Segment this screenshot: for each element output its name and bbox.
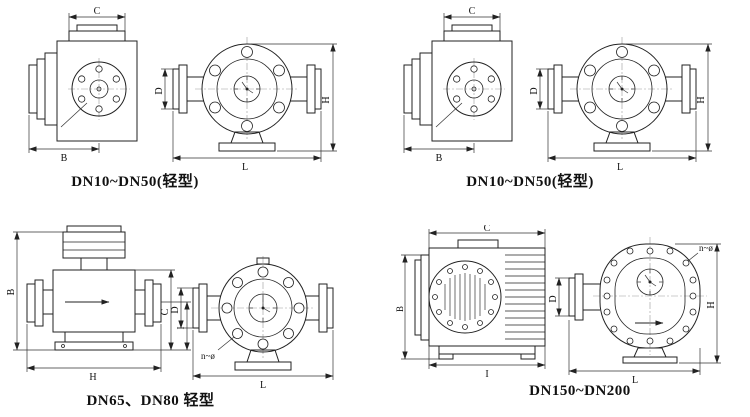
dim-label-c: C bbox=[484, 225, 491, 234]
bolt-count-label: n~ø bbox=[699, 243, 713, 253]
dim-H: H bbox=[26, 324, 162, 383]
figure-dn150-dn200: C B I bbox=[395, 225, 721, 386]
dim-label-d: D bbox=[170, 306, 181, 313]
dim-H: H bbox=[675, 243, 721, 364]
dim-label-h: H bbox=[89, 372, 96, 383]
base-plate bbox=[234, 361, 292, 371]
dim-L: L bbox=[192, 330, 334, 391]
dim-C: C bbox=[443, 6, 501, 31]
figure-dn10-dn50-right: C B bbox=[403, 6, 712, 173]
dim-label-l: L bbox=[632, 375, 638, 386]
dim-label-h: H bbox=[696, 96, 707, 103]
dim-label-d: D bbox=[529, 87, 540, 94]
dim-C: C bbox=[68, 6, 126, 31]
dim-label-h: H bbox=[706, 301, 717, 308]
pedestal bbox=[64, 331, 124, 343]
bolt-circle-icons bbox=[209, 46, 285, 132]
cooling-fins bbox=[505, 254, 545, 340]
dim-B: B bbox=[6, 231, 63, 351]
dim-D: D bbox=[529, 68, 548, 110]
strainer-icon bbox=[444, 273, 486, 321]
bolt-circle-icons bbox=[584, 46, 660, 132]
dim-label-d: D bbox=[154, 87, 165, 94]
dim-label-c: C bbox=[160, 308, 171, 315]
dim-label-l: L bbox=[242, 162, 248, 173]
dim-D: D bbox=[170, 287, 193, 329]
leader-line bbox=[435, 102, 463, 128]
bolt-circle-icons bbox=[432, 264, 498, 330]
side-view bbox=[28, 24, 138, 142]
dim-L: L bbox=[568, 320, 701, 386]
dim-label-b: B bbox=[436, 153, 443, 164]
dim-D: D bbox=[154, 68, 173, 110]
dim-label-b: B bbox=[395, 306, 405, 312]
dim-L: L bbox=[547, 111, 697, 173]
dim-label-b: B bbox=[6, 288, 17, 295]
bolt-callout: n~ø bbox=[201, 336, 235, 361]
dial-icon bbox=[608, 75, 636, 103]
caption-dn150-dn200: DN150~DN200 bbox=[529, 383, 631, 399]
front-view bbox=[172, 37, 322, 152]
front-view bbox=[547, 37, 697, 152]
caption-dn10-dn50-right: DN10~DN50(轻型) bbox=[466, 174, 594, 190]
side-view bbox=[414, 239, 546, 360]
dial-icon bbox=[233, 75, 261, 103]
side-view bbox=[403, 24, 513, 142]
dim-label-l: L bbox=[260, 380, 266, 391]
base-plate bbox=[218, 142, 276, 152]
dim-label-c: C bbox=[94, 6, 101, 17]
bolt-circle-icons bbox=[603, 247, 697, 345]
dial-icon bbox=[248, 293, 278, 323]
pedestal bbox=[633, 347, 667, 358]
figure-dn65-dn80: B C I H bbox=[6, 225, 334, 391]
bolt-circle-icons bbox=[221, 266, 305, 350]
figure-dn10-dn50-left: C B bbox=[28, 6, 337, 173]
caption-dn65-dn80: DN65、DN80 轻型 bbox=[86, 393, 215, 409]
dim-I: I bbox=[428, 346, 546, 380]
dim-label-h: H bbox=[321, 96, 332, 103]
bolt-circle-icons bbox=[453, 65, 495, 113]
dim-label-l: L bbox=[617, 162, 623, 173]
dim-C: C bbox=[428, 225, 546, 248]
dim-L: L bbox=[172, 111, 322, 173]
base-plate bbox=[54, 341, 134, 351]
dim-B: B bbox=[28, 115, 100, 164]
dim-label-b: B bbox=[61, 153, 68, 164]
base-plate bbox=[438, 345, 536, 355]
front-view bbox=[568, 237, 707, 364]
dim-C: C bbox=[133, 269, 191, 351]
dim-H: H bbox=[251, 43, 337, 152]
dim-B: B bbox=[395, 254, 439, 360]
base-plate bbox=[593, 142, 651, 152]
dim-B: B bbox=[403, 115, 475, 164]
side-view bbox=[26, 225, 162, 351]
caption-dn10-dn50-left: DN10~DN50(轻型) bbox=[71, 174, 199, 190]
dim-D: D bbox=[548, 277, 569, 317]
bolt-callout: n~ø bbox=[687, 243, 713, 262]
leader-line bbox=[60, 102, 88, 128]
bolt-circle-icons bbox=[78, 65, 120, 113]
dim-H: H bbox=[626, 43, 712, 152]
front-view bbox=[192, 256, 334, 371]
bolt-count-label: n~ø bbox=[201, 351, 215, 361]
dim-label-i: I bbox=[485, 369, 488, 380]
base-plate bbox=[622, 356, 678, 364]
dial-icon bbox=[636, 268, 664, 296]
dim-label-d: D bbox=[548, 295, 559, 302]
dim-label-c: C bbox=[469, 6, 476, 17]
